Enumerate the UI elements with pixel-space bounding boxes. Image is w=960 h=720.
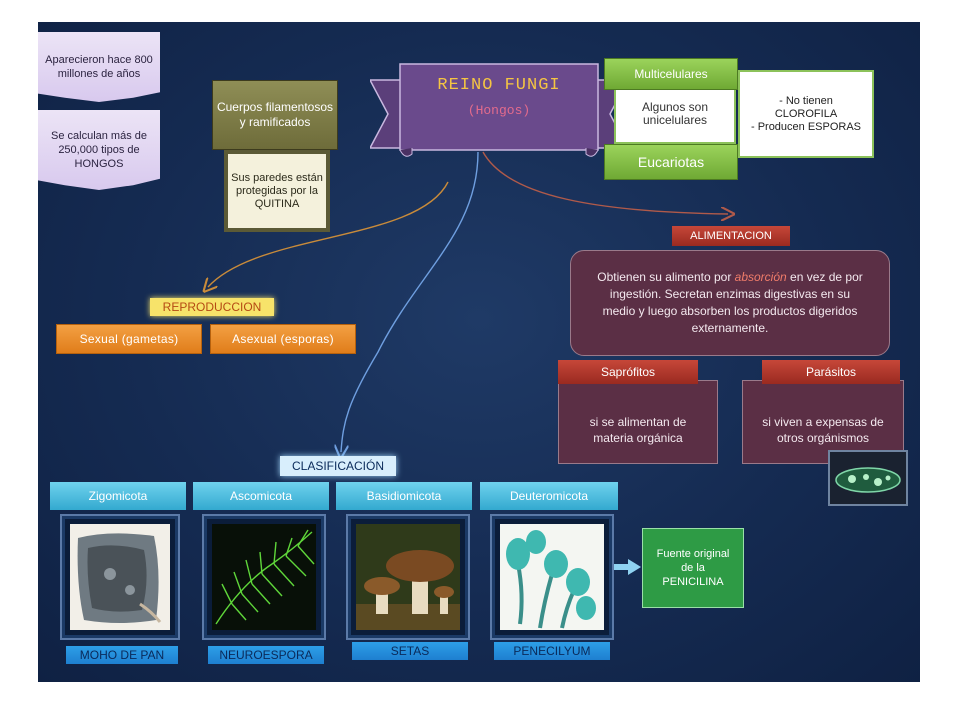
reproduction-asexual: Asexual (esporas) [210,324,356,354]
feature-eukaryotes-text: Eucariotas [637,154,705,170]
saprophytes-desc: si se alimentan de materia orgánica [589,415,687,445]
example-bread-mold: MOHO DE PAN [66,646,178,664]
reproduction-sexual-text: Sexual (gametas) [79,332,179,346]
connector-to-nutrition [482,151,728,214]
title-sub: (Hongos) [467,102,531,118]
parasites-desc: si viven a expensas de otros orgánismos [762,415,884,445]
title-main: REINO FUNGI [437,75,561,95]
group-tab-deuteromicota: Deuteromicota [480,482,618,510]
feature-chlorophyll: - No tienen CLOROFILA - Producen ESPORAS [738,70,874,158]
group-name-ascomicota: Ascomicota [229,489,293,503]
parasite-cell-icon [835,467,901,493]
example-neurospora-text: NEUROESPORA [219,648,313,662]
reproduction-label: REPRODUCCION [150,298,274,316]
image-bread-mold [60,514,180,640]
group-tab-ascomicota: Ascomicota [193,482,329,510]
image-mushrooms [346,514,470,640]
nutrition-text-after: en vez de por ingestión. Secretan enzima… [602,270,863,335]
feature-unicellular-text: Algunos son unicelulares [641,100,709,127]
example-penicillium-text: PENECILYUM [513,644,591,658]
feature-walls: Sus paredes están protegidas por la QUIT… [224,150,330,232]
mushroom-icon [356,524,460,630]
note-age-text: Aparecieron hace 800 millones de años [45,54,153,80]
example-mushrooms-text: SETAS [390,644,430,658]
note-count: Se calculan más de 250,000 tipos de HONG… [38,110,160,190]
feature-bodies: Cuerpos filamentosos y ramificados [212,80,338,150]
penicillin-box: Fuente original de la PENICILINA [642,528,744,608]
example-mushrooms: SETAS [352,642,468,660]
group-tab-zigomicota: Zigomicota [50,482,186,510]
note-age: Aparecieron hace 800 millones de años [38,32,160,102]
neurospora-icon [212,524,316,630]
feature-multicellular: Multicelulares [604,58,738,90]
arrow-head-penicillin [628,559,641,575]
parasites-label: Parásitos [762,360,900,384]
nutrition-description-text: Obtienen su alimento por absorción en ve… [593,269,867,337]
parasite-image [828,450,908,506]
group-name-basidiomicota: Basidiomicota [366,489,442,503]
saprophytes-box: si se alimentan de materia orgánica [558,380,718,464]
saprophytes-label: Saprófitos [558,360,698,384]
title-ribbon [370,63,628,157]
penicillin-text: Fuente original de la PENICILINA [656,548,730,588]
feature-walls-text: Sus paredes están protegidas por la QUIT… [231,171,323,210]
group-tab-basidiomicota: Basidiomicota [336,482,472,510]
group-name-zigomicota: Zigomicota [88,489,148,503]
classification-label: CLASIFICACIÓN [280,456,396,476]
connector-to-reproduction [208,181,449,287]
feature-chlorophyll-line2: - Producen ESPORAS [750,120,862,133]
reproduction-asexual-text: Asexual (esporas) [232,332,334,346]
reproduction-sexual: Sexual (gametas) [56,324,202,354]
example-neurospora: NEUROESPORA [208,646,324,664]
nutrition-text-before: Obtienen su alimento por [597,270,735,284]
feature-chlorophyll-line1: - No tienen CLOROFILA [774,94,838,120]
feature-unicellular: Algunos son unicelulares [614,84,736,144]
penicillium-icon [500,524,604,630]
feature-multicellular-text: Multicelulares [634,67,708,81]
image-penicillium [490,514,614,640]
example-penicillium: PENECILYUM [494,642,610,660]
image-neurospora [202,514,326,640]
nutrition-description: Obtienen su alimento por absorción en ve… [570,250,890,356]
connector-to-classification [341,151,479,452]
note-count-text: Se calculan más de 250,000 tipos de HONG… [51,130,147,170]
slide-background: Aparecieron hace 800 millones de años Se… [38,22,920,682]
bread-mold-icon [70,524,170,630]
group-name-deuteromicota: Deuteromicota [509,489,589,503]
example-bread-mold-text: MOHO DE PAN [79,648,165,662]
nutrition-label: ALIMENTACION [672,226,790,246]
feature-eukaryotes: Eucariotas [604,144,738,180]
feature-bodies-text: Cuerpos filamentosos y ramificados [216,100,334,129]
nutrition-text-em: absorción [734,270,787,284]
